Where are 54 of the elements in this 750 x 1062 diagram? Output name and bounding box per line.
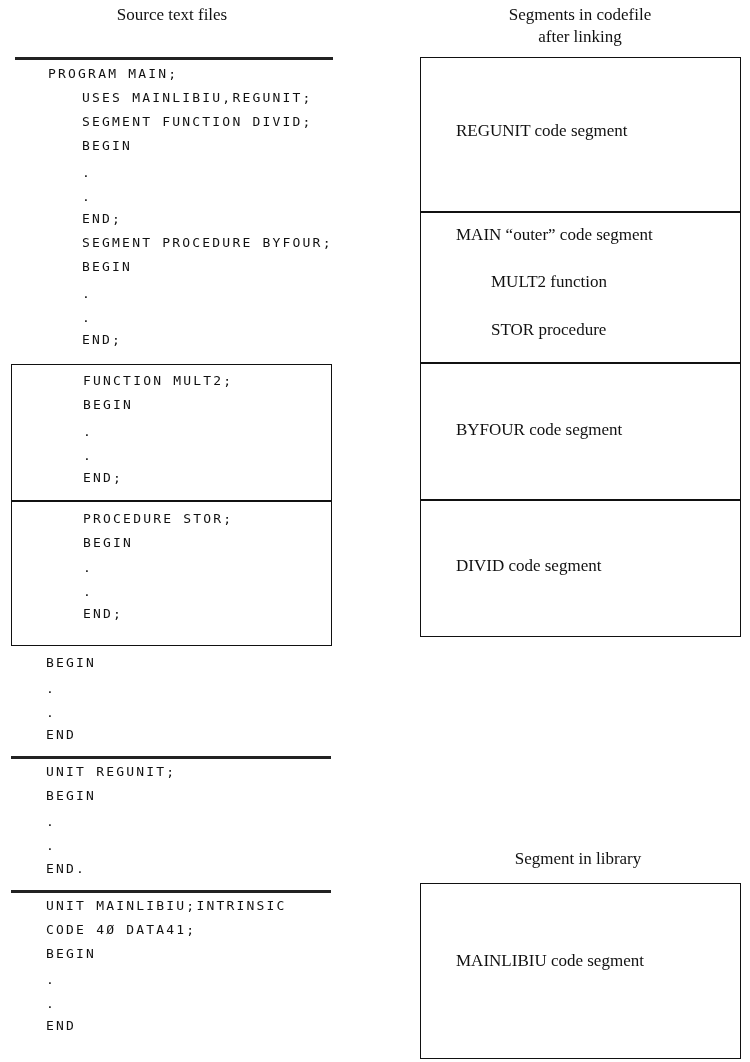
- code-line: UNIT MAINLIBIU;INTRINSIC: [46, 898, 287, 914]
- segment-label: MAINLIBIU code segment: [456, 950, 644, 972]
- code-segment-box: [420, 362, 741, 501]
- code-line: END: [46, 1018, 77, 1034]
- code-line: .: [46, 681, 57, 697]
- code-line: END;: [82, 332, 123, 348]
- code-segment-box: [420, 211, 741, 364]
- column-heading: Source text files: [115, 4, 229, 26]
- code-line: BEGIN: [82, 138, 133, 154]
- column-heading: Segments in codefile after linking: [507, 4, 653, 48]
- code-line: PROCEDURE STOR;: [83, 511, 234, 527]
- code-line: BEGIN: [83, 535, 134, 551]
- code-line: .: [46, 972, 57, 988]
- code-segment-box: [420, 57, 741, 213]
- code-line: .: [82, 310, 93, 326]
- code-line: .: [83, 448, 94, 464]
- code-segment-box: [420, 499, 741, 637]
- code-line: .: [46, 705, 57, 721]
- code-segment-box: [420, 883, 741, 1059]
- code-line: .: [82, 189, 93, 205]
- code-line: .: [46, 996, 57, 1012]
- column-heading: Segment in library: [513, 848, 643, 870]
- code-line: END;: [83, 470, 124, 486]
- code-line: .: [46, 814, 57, 830]
- segment-label: MAIN “outer” code segment: [456, 224, 653, 246]
- code-line: UNIT REGUNIT;: [46, 764, 177, 780]
- code-line: FUNCTION MULT2;: [83, 373, 234, 389]
- code-line: .: [83, 424, 94, 440]
- code-line: BEGIN: [82, 259, 133, 275]
- code-line: .: [46, 838, 57, 854]
- code-line: .: [83, 584, 94, 600]
- code-line: .: [82, 165, 93, 181]
- code-line: CODE 4Ø DATA41;: [46, 922, 197, 938]
- segment-label: REGUNIT code segment: [456, 120, 628, 142]
- segment-label: DIVID code segment: [456, 555, 602, 577]
- code-line: BEGIN: [46, 655, 97, 671]
- code-line: END.: [46, 861, 87, 877]
- code-line: BEGIN: [83, 397, 134, 413]
- segment-label: MULT2 function: [491, 271, 607, 293]
- segment-label: STOR procedure: [491, 319, 607, 341]
- code-line: SEGMENT FUNCTION DIVID;: [82, 114, 313, 130]
- code-line: PROGRAM MAIN;: [48, 66, 179, 82]
- code-line: .: [83, 560, 94, 576]
- code-line: BEGIN: [46, 946, 97, 962]
- code-line: USES MAINLIBIU,REGUNIT;: [82, 90, 313, 106]
- code-block-box: [11, 364, 332, 502]
- code-line: SEGMENT PROCEDURE BYFOUR;: [82, 235, 333, 251]
- code-line: END;: [83, 606, 124, 622]
- code-line: .: [82, 286, 93, 302]
- segment-label: BYFOUR code segment: [456, 419, 623, 441]
- code-line: BEGIN: [46, 788, 97, 804]
- code-line: END;: [82, 211, 123, 227]
- code-line: END: [46, 727, 77, 743]
- code-block-box: [11, 500, 332, 646]
